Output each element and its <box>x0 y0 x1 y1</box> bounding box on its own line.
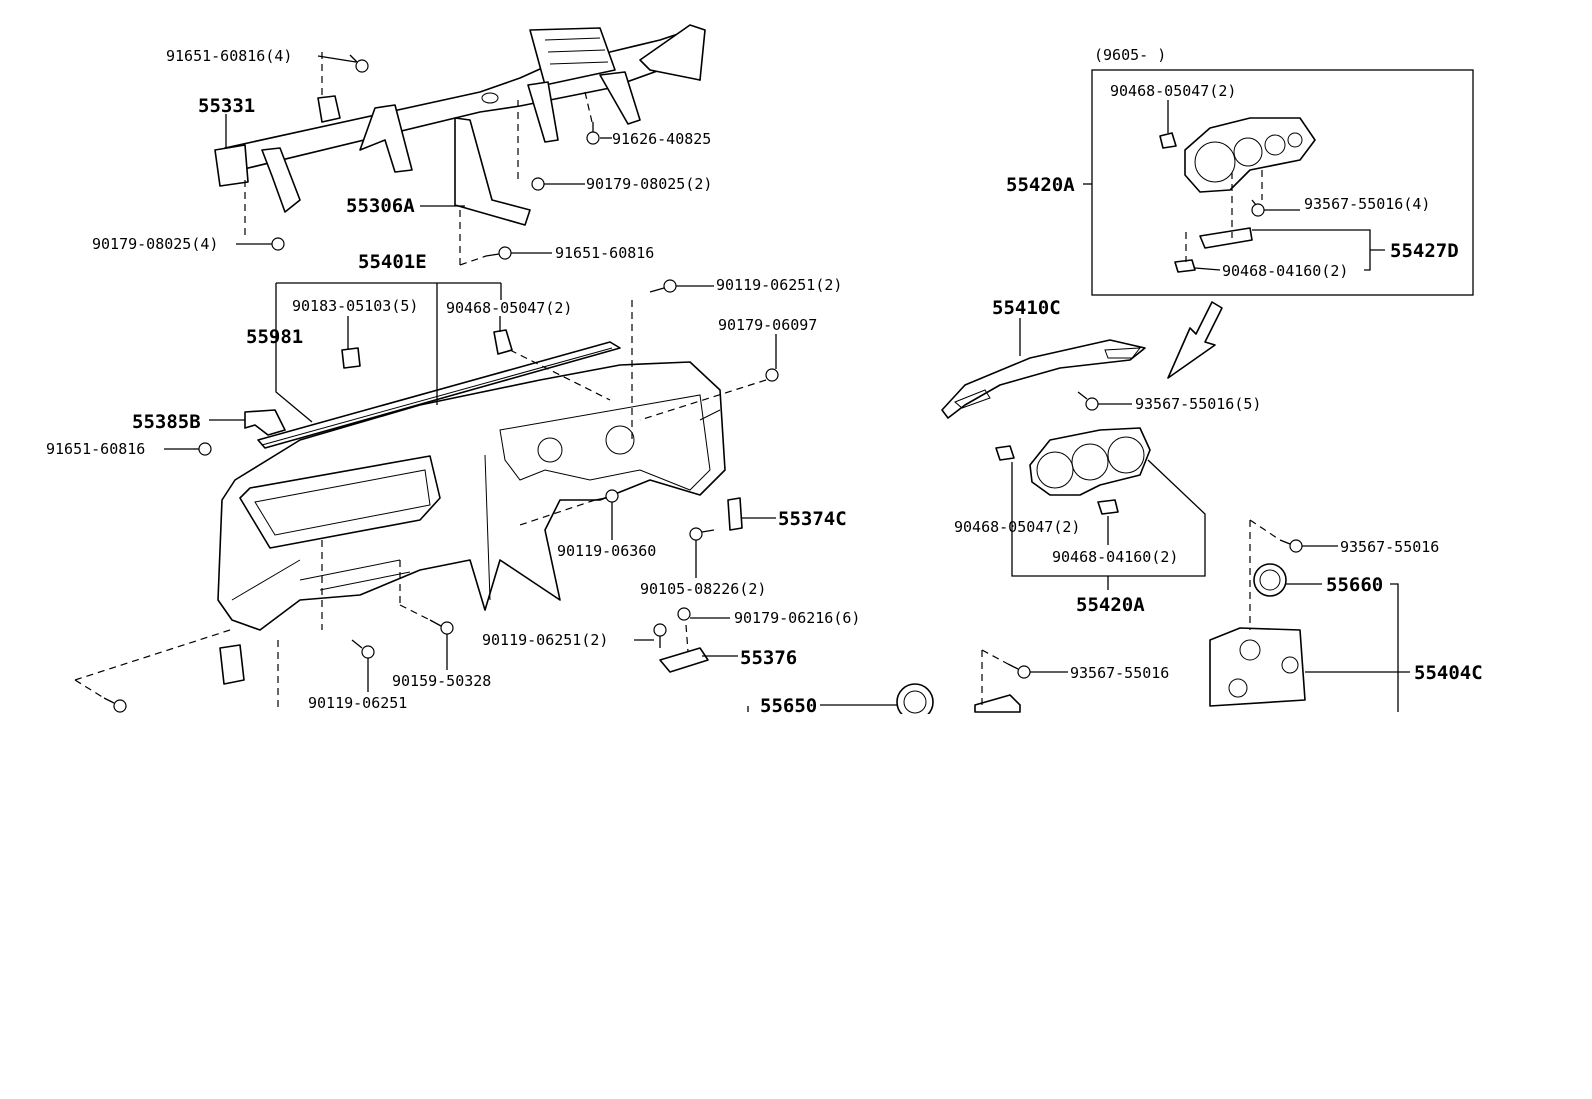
label: 55420A <box>1006 174 1075 196</box>
arrow <box>1167 301 1223 379</box>
reinforcement-beam <box>214 24 706 226</box>
clip-90183 <box>341 347 361 369</box>
inset-frame <box>1091 69 1474 296</box>
clip-90468-b <box>1159 132 1177 149</box>
dashed-guides <box>74 52 1281 712</box>
label: 90179-08025(4) <box>92 235 218 253</box>
label: 90468-05047(2) <box>954 518 1080 536</box>
part-number-labels: 91651-60816(4) 55331 91626-40825 90179-0… <box>46 46 1483 717</box>
label: 90119-06251 <box>308 694 407 712</box>
label: 93567-55016 <box>1070 664 1169 682</box>
label: 91626-40825 <box>612 130 711 148</box>
label: 90468-05047(2) <box>1110 82 1236 100</box>
label: 93567-55016(4) <box>1304 195 1430 213</box>
hood-55410C <box>941 339 1146 419</box>
label: 90179-06097 <box>718 316 817 334</box>
panel-55404C <box>1209 627 1306 707</box>
label: 90468-04160(2) <box>1052 548 1178 566</box>
label: 55427D <box>1390 240 1459 262</box>
label: 55306A <box>346 195 415 217</box>
label: 93567-55016 <box>1340 538 1439 556</box>
label: 55650 <box>760 695 817 717</box>
label: 55404C <box>1414 662 1483 684</box>
lower-bracket <box>219 644 245 685</box>
bracket-lower-right <box>974 694 1021 713</box>
label: 91651-60816(4) <box>166 47 292 65</box>
bracket-55374C <box>727 497 743 531</box>
label: 90468-05047(2) <box>446 299 572 317</box>
label: 91651-60816 <box>555 244 654 262</box>
instrument-panel <box>217 341 726 631</box>
label: 90468-04160(2) <box>1222 262 1348 280</box>
clip-90468-e <box>1097 499 1119 515</box>
label: 55376 <box>740 647 797 669</box>
label: 55331 <box>198 95 255 117</box>
clip-90468-a <box>493 329 513 355</box>
clip-90468-d <box>995 445 1015 461</box>
inset-note: (9605- ) <box>1094 46 1166 64</box>
knob-55660 <box>1253 563 1287 597</box>
gauge-panel-upper <box>1184 117 1316 193</box>
bracket-55376 <box>659 647 709 673</box>
label: 55420A <box>1076 594 1145 616</box>
label: 90159-50328 <box>392 672 491 690</box>
label: 55981 <box>246 326 303 348</box>
label: 90105-08226(2) <box>640 580 766 598</box>
clip-90468-c <box>1174 259 1196 273</box>
label: 55660 <box>1326 574 1383 596</box>
bracket-55385B <box>244 409 286 436</box>
label: 55401E <box>358 251 427 273</box>
label: 90179-06216(6) <box>734 609 860 627</box>
label: 55374C <box>778 508 847 530</box>
label: 90183-05103(5) <box>292 297 418 315</box>
label: 90179-08025(2) <box>586 175 712 193</box>
label: 93567-55016(5) <box>1135 395 1261 413</box>
bolt-icons <box>103 54 1303 713</box>
bracket-55427D <box>1199 227 1253 249</box>
label: 90119-06251(2) <box>482 631 608 649</box>
label: 90119-06251(2) <box>716 276 842 294</box>
label: 55385B <box>132 411 201 433</box>
blank-area <box>0 714 1592 1099</box>
label: 90119-06360 <box>557 542 656 560</box>
gauge-panel-lower <box>1029 427 1151 496</box>
leader-lines <box>164 55 1410 712</box>
label: 55410C <box>992 297 1061 319</box>
label: 91651-60816 <box>46 440 145 458</box>
